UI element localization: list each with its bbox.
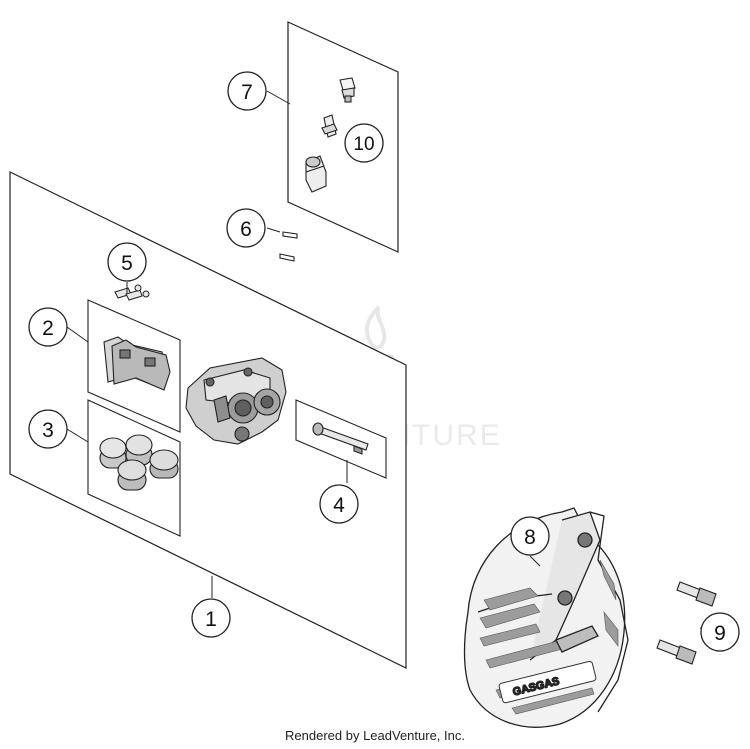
svg-text:5: 5 (121, 252, 133, 275)
svg-text:1: 1 (205, 608, 217, 631)
caliper-pin (312, 422, 369, 455)
svg-text:4: 4 (333, 494, 345, 517)
svg-text:10: 10 (353, 134, 374, 155)
seal-rings (279, 231, 298, 262)
callout-10: 10 (344, 123, 384, 163)
brake-caliper (185, 357, 287, 445)
kit-panel-bleeder (287, 21, 399, 253)
svg-text:9: 9 (714, 622, 726, 645)
svg-text:2: 2 (42, 317, 54, 340)
svg-text:3: 3 (42, 419, 54, 442)
callout-6: 6 (226, 208, 266, 248)
svg-text:6: 6 (240, 218, 252, 241)
disc-guard: GASGAS (463, 507, 629, 728)
mounting-screws (656, 581, 717, 665)
bleeder-body (305, 155, 327, 193)
callout-9: 9 (700, 612, 740, 652)
callout-8: 8 (510, 516, 550, 556)
svg-text:7: 7 (241, 81, 253, 104)
callout-1: 1 (191, 598, 231, 638)
callout-4: 4 (319, 484, 359, 524)
brake-pads (103, 336, 171, 391)
bleeder-valve (321, 114, 338, 138)
callout-7: 7 (227, 71, 267, 111)
callout-2: 2 (28, 307, 68, 347)
caliper-pistons (99, 434, 179, 491)
callout-3: 3 (28, 409, 68, 449)
callout-5: 5 (107, 242, 147, 282)
footer-credit: Rendered by LeadVenture, Inc. (285, 728, 465, 743)
svg-text:8: 8 (524, 526, 536, 549)
bleeder-cap (339, 77, 356, 103)
